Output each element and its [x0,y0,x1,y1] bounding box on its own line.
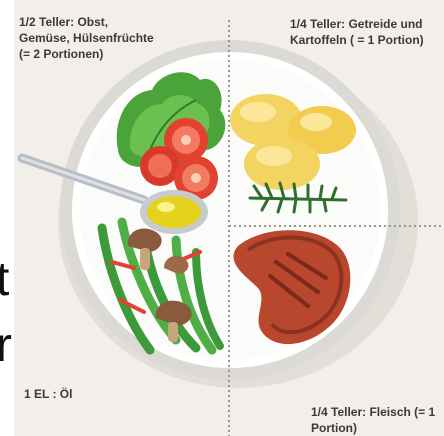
label-line: Gemüse, Hülsenfrüchte [19,30,154,46]
label-quarter-plate-meat: 1/4 Teller: Fleisch (= 1 Portion) [311,404,435,436]
label-line: 1/4 Teller: Getreide und [290,16,424,32]
label-oil: 1 EL : Öl [24,386,72,402]
label-line: Portion) [311,420,435,436]
label-half-plate-vegetables: 1/2 Teller: Obst, Gemüse, Hülsenfrüchte … [19,14,154,62]
label-line: 1 EL : Öl [24,386,72,402]
label-line: 1/4 Teller: Fleisch (= 1 [311,404,435,420]
label-line: Kartoffeln ( = 1 Portion) [290,32,424,48]
label-quarter-plate-grains: 1/4 Teller: Getreide und Kartoffeln ( = … [290,16,424,48]
label-line: (= 2 Portionen) [19,46,154,62]
label-line: 1/2 Teller: Obst, [19,14,154,30]
